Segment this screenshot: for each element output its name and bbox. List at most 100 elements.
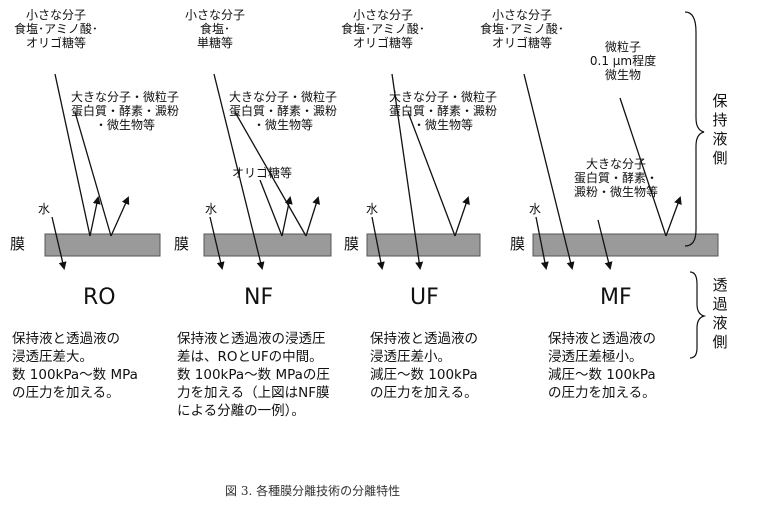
ro-small-arrow xyxy=(54,73,91,237)
nf-small-line-1: 小さな分子 xyxy=(184,8,245,22)
nf-small-line-2: 食塩･ xyxy=(199,22,230,36)
uf-large-line-3: ・微生物等 xyxy=(412,118,473,132)
nf-large-line-2: 蛋白質・酵素・澱粉 xyxy=(228,104,337,118)
ro-large-line-1: 大きな分子・微粒子 xyxy=(70,90,179,104)
permeate-char-1: 透 xyxy=(712,276,728,294)
mf-water-arrow xyxy=(535,216,549,270)
nf-small-arrow xyxy=(213,73,265,270)
nf-oligo-arrow xyxy=(259,179,283,237)
nf-large-arrow xyxy=(234,111,307,237)
ro-small-line-2: 食塩･アミノ酸･ xyxy=(14,22,98,36)
uf-small-line-2: 食塩･アミノ酸･ xyxy=(341,22,425,36)
mf-desc-line-1: 保持液と透過液の xyxy=(548,331,656,347)
permeate-char-2: 過 xyxy=(712,295,728,313)
ro-small-reflect xyxy=(89,196,101,237)
mf-small-molecules-label: 小さな分子 食塩･アミノ酸･ オリゴ糖等 xyxy=(474,8,570,50)
uf-small-line-1: 小さな分子 xyxy=(352,8,413,22)
mf-fine-reflect xyxy=(665,196,682,237)
mf-large-line-1: 大きな分子 xyxy=(585,157,646,171)
mf-fine-arrow xyxy=(619,97,667,237)
nf-desc-line-3: 数 100kPa～数 MPaの圧 xyxy=(177,367,330,383)
uf-small-line-3: オリゴ糖等 xyxy=(352,36,413,50)
uf-large-reflect xyxy=(454,196,470,237)
mf-large-arrow xyxy=(597,219,613,270)
retentate-char-3: 液 xyxy=(712,130,728,148)
membrane-ro xyxy=(44,233,161,257)
ro-description: 保持液と透過液の 浸透圧差大。 数 100kPa～数 MPa の圧力を加える。 xyxy=(12,330,172,402)
figure-caption: 図 3. 各種膜分離技術の分離特性 xyxy=(225,484,401,498)
ro-large-reflect xyxy=(110,196,130,237)
nf-description: 保持液と透過液の浸透圧 差は、ROとUFの中間。 数 100kPa～数 MPaの… xyxy=(177,330,357,420)
permeate-brace xyxy=(689,271,707,359)
ro-desc-line-4: の圧力を加える。 xyxy=(12,385,120,401)
retentate-char-1: 保 xyxy=(712,92,728,110)
nf-large-line-3: ・微生物等 xyxy=(252,118,313,132)
uf-desc-line-3: 減圧～数 100kPa xyxy=(370,367,478,383)
retentate-brace xyxy=(684,11,705,247)
nf-small-molecules-label: 小さな分子 食塩･ 単糖等 xyxy=(170,8,260,50)
nf-oligo-reflect xyxy=(281,196,293,237)
uf-large-line-2: 蛋白質・酵素・澱粉 xyxy=(388,104,497,118)
uf-small-molecules-label: 小さな分子 食塩･アミノ酸･ オリゴ糖等 xyxy=(335,8,431,50)
uf-desc-line-1: 保持液と透過液の xyxy=(370,331,478,347)
mf-desc-line-3: 減圧～数 100kPa xyxy=(548,367,656,383)
ro-large-line-3: ・微生物等 xyxy=(94,118,155,132)
nf-oligo-label: オリゴ糖等 xyxy=(232,166,293,180)
nf-desc-line-5: による分離の一例）。 xyxy=(177,403,305,419)
ro-desc-line-2: 浸透圧差大。 xyxy=(12,349,93,365)
ro-desc-line-1: 保持液と透過液の xyxy=(12,331,120,347)
ro-small-molecules-label: 小さな分子 食塩･アミノ酸･ オリゴ糖等 xyxy=(8,8,104,50)
membrane-mf xyxy=(532,233,719,257)
mf-small-line-2: 食塩･アミノ酸･ xyxy=(480,22,564,36)
nf-large-molecules-label: 大きな分子・微粒子 蛋白質・酵素・澱粉 ・微生物等 xyxy=(218,90,348,132)
membrane-nf xyxy=(203,233,332,257)
nf-membrane-label: 膜 xyxy=(174,235,190,253)
mf-small-arrow xyxy=(523,73,575,270)
ro-small-line-3: オリゴ糖等 xyxy=(25,36,86,50)
ro-large-molecules-label: 大きな分子・微粒子 蛋白質・酵素・澱粉 ・微生物等 xyxy=(60,90,190,132)
ro-small-line-1: 小さな分子 xyxy=(25,8,86,22)
ro-tag: RO xyxy=(83,285,116,310)
permeate-char-3: 液 xyxy=(712,314,728,332)
nf-water-label: 水 xyxy=(205,202,218,216)
nf-water-arrow xyxy=(209,216,225,270)
uf-description: 保持液と透過液の 浸透圧差小。 減圧～数 100kPa の圧力を加える。 xyxy=(370,330,530,402)
uf-tag: UF xyxy=(410,285,439,310)
uf-desc-line-2: 浸透圧差小。 xyxy=(370,349,451,365)
uf-large-line-1: 大きな分子・微粒子 xyxy=(388,90,497,104)
nf-large-line-1: 大きな分子・微粒子 xyxy=(228,90,337,104)
nf-tag: NF xyxy=(244,285,274,310)
mf-fine-line-1: 微粒子 xyxy=(604,40,641,54)
retentate-side-label: 保 持 液 側 xyxy=(709,92,731,168)
mf-fine-line-2: 0.1 μm程度 xyxy=(589,54,657,68)
ro-water-arrow xyxy=(51,216,67,270)
mf-fine-line-3: 微生物 xyxy=(604,68,641,82)
ro-large-line-2: 蛋白質・酵素・澱粉 xyxy=(70,104,179,118)
retentate-char-4: 側 xyxy=(712,149,728,167)
mf-fine-particles-label: 微粒子 0.1 μm程度 微生物 xyxy=(578,40,668,82)
mf-large-molecules-label: 大きな分子 蛋白質・酵素・ 澱粉・微生物等 xyxy=(566,157,666,199)
uf-small-arrow xyxy=(391,73,424,270)
uf-desc-line-4: の圧力を加える。 xyxy=(370,385,478,401)
mf-description: 保持液と透過液の 浸透圧差極小。 減圧～数 100kPa の圧力を加える。 xyxy=(548,330,708,402)
nf-large-reflect xyxy=(305,196,321,237)
mf-small-line-3: オリゴ糖等 xyxy=(491,36,552,50)
mf-large-line-2: 蛋白質・酵素・ xyxy=(573,171,658,185)
nf-desc-line-1: 保持液と透過液の浸透圧 xyxy=(177,331,326,347)
nf-desc-line-2: 差は、ROとUFの中間。 xyxy=(177,349,323,365)
mf-desc-line-4: の圧力を加える。 xyxy=(548,385,656,401)
mf-membrane-label: 膜 xyxy=(510,235,526,253)
uf-water-arrow xyxy=(371,216,385,270)
membrane-uf xyxy=(366,233,481,257)
mf-water-label: 水 xyxy=(529,202,542,216)
nf-small-line-3: 単糖等 xyxy=(196,36,233,50)
permeate-side-label: 透 過 液 側 xyxy=(709,276,731,352)
mf-tag: MF xyxy=(600,285,632,310)
permeate-char-4: 側 xyxy=(712,333,728,351)
uf-large-molecules-label: 大きな分子・微粒子 蛋白質・酵素・澱粉 ・微生物等 xyxy=(378,90,508,132)
retentate-char-2: 持 xyxy=(712,111,728,129)
uf-membrane-label: 膜 xyxy=(344,235,360,253)
ro-membrane-label: 膜 xyxy=(10,235,26,253)
ro-desc-line-3: 数 100kPa～数 MPa xyxy=(12,367,138,383)
